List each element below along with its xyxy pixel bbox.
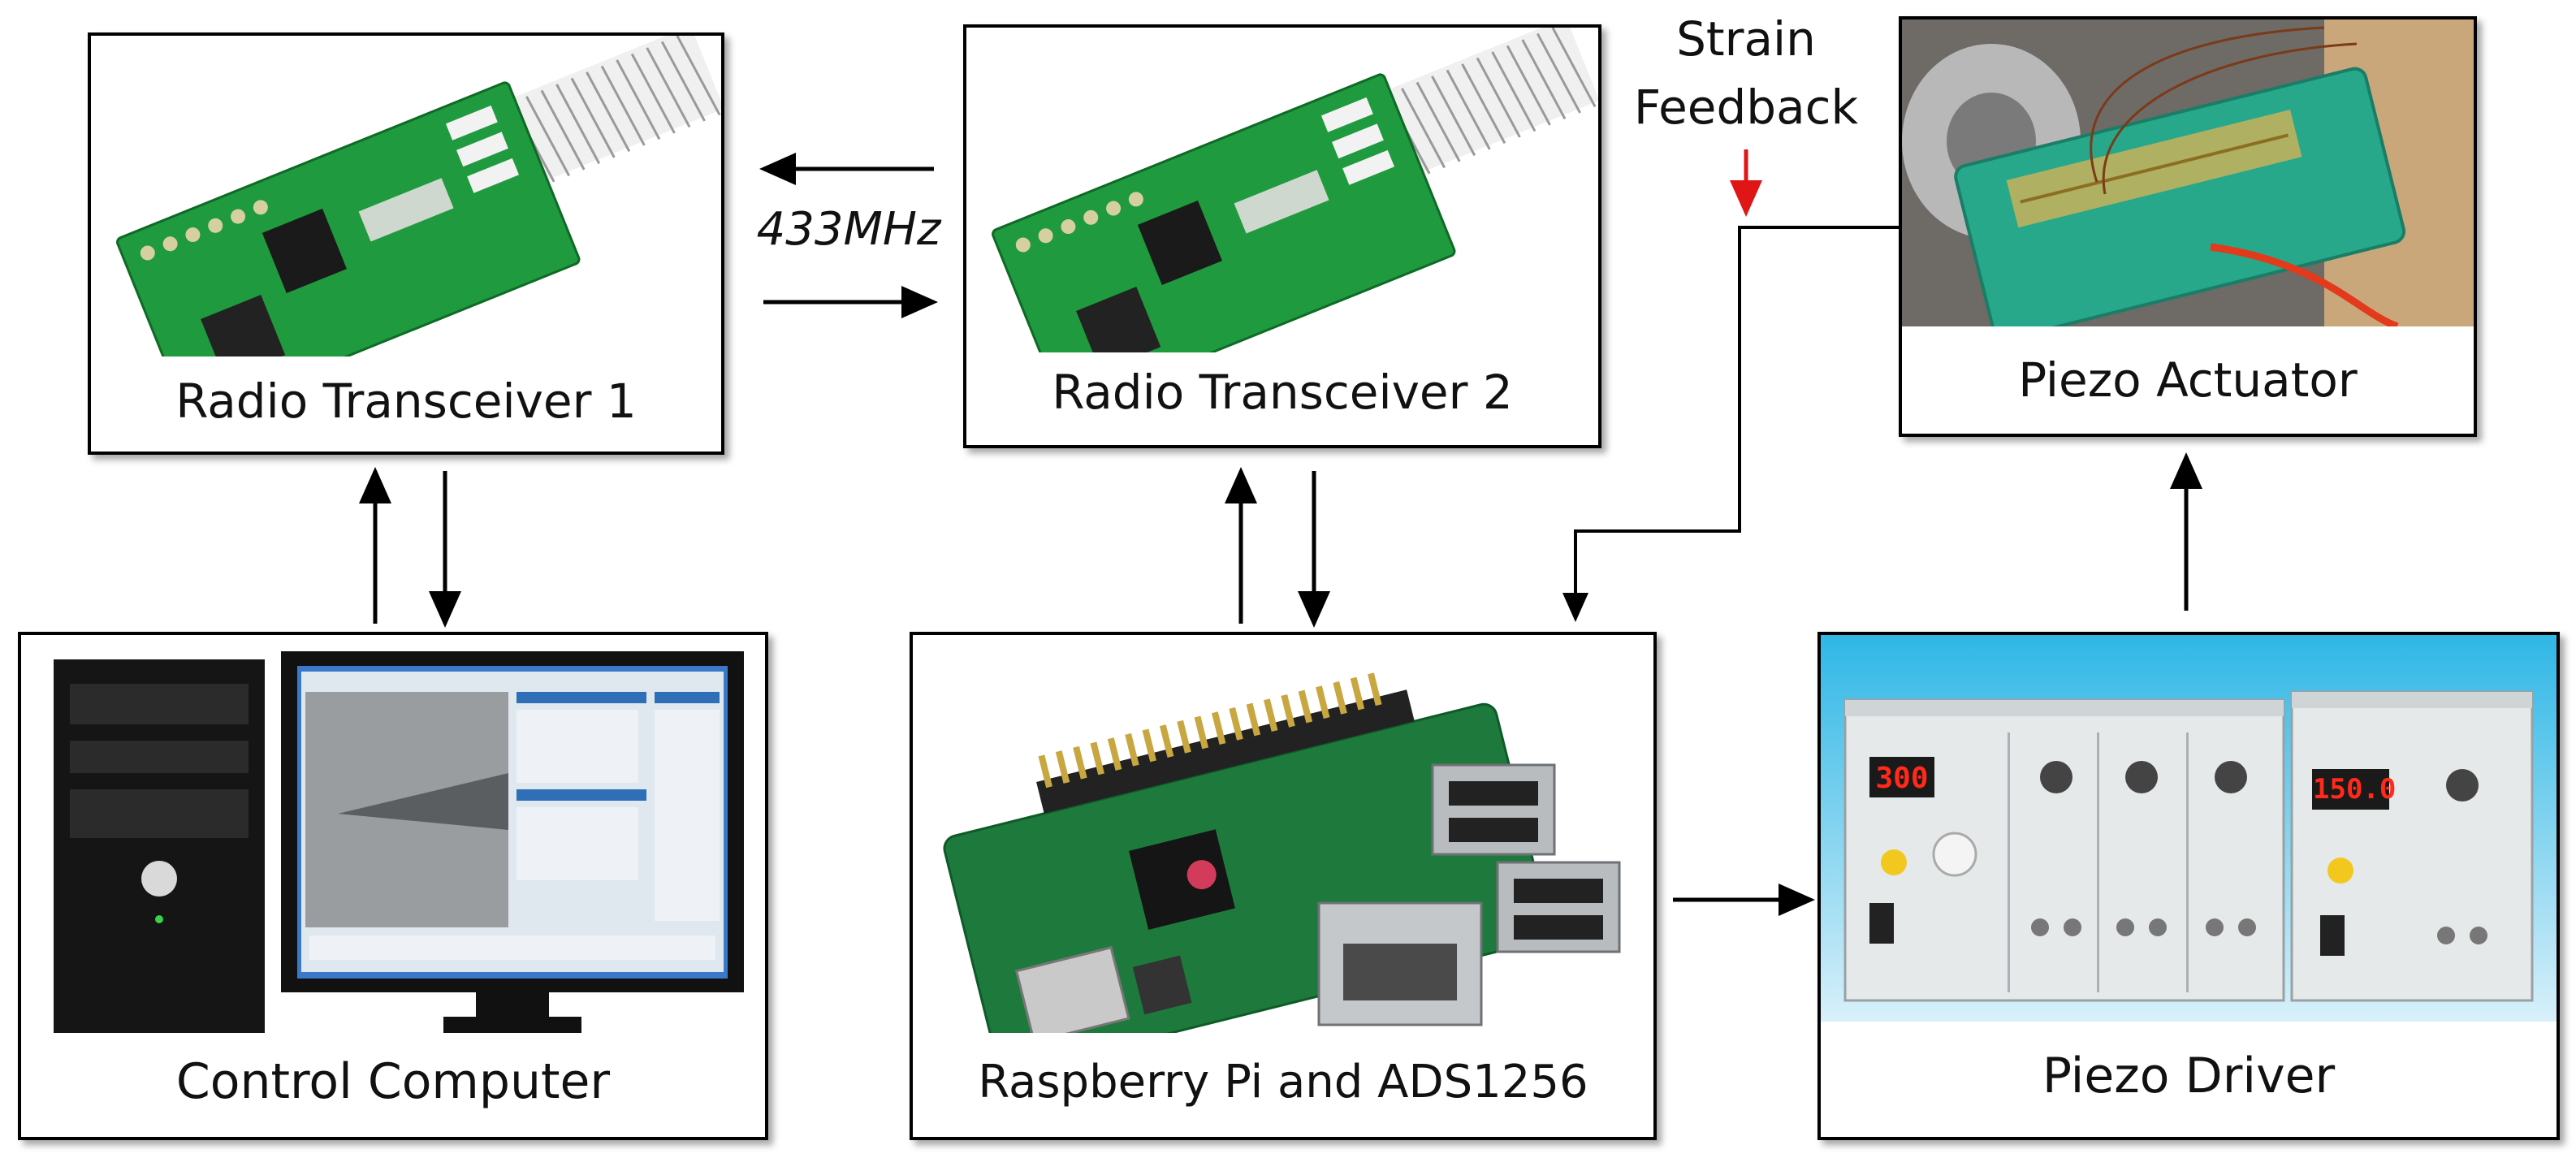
strain-label-line2: Feedback	[1633, 80, 1859, 135]
usb-ports	[1431, 763, 1621, 953]
pc-tower	[54, 659, 265, 1033]
strain-label-line1: Strain	[1676, 11, 1816, 67]
pcb-board	[992, 73, 1456, 352]
power-button-icon	[141, 861, 177, 897]
gpio-header	[1036, 672, 1415, 814]
control-computer-label: Control Computer	[175, 1053, 611, 1110]
driver-display-right: 150.0	[2313, 773, 2397, 806]
piezo-actuator-photo	[1902, 19, 2474, 326]
strain-feedback-label: Strain Feedback	[1592, 5, 1900, 141]
raspberry-pi-photo	[943, 672, 1621, 1033]
red-wire	[2210, 243, 2399, 326]
knob-icon	[1881, 849, 1907, 875]
raspberry-pi-label: Raspberry Pi and ADS1256	[978, 1055, 1588, 1108]
strain-feedback-wire	[1562, 226, 1900, 622]
piezo-driver-label: Piezo Driver	[2042, 1048, 2336, 1104]
driver-unit-left	[1843, 698, 2285, 1002]
radio-module-image	[116, 36, 721, 356]
driver-unit-right	[2290, 690, 2534, 1002]
soc-chip	[1128, 829, 1235, 930]
raspberry-logo-icon	[1186, 860, 1217, 890]
hdmi-port	[1014, 945, 1130, 1033]
radio-link-label: 433MHz	[756, 203, 941, 256]
radio-transceiver-2-box: Radio Transceiver 2	[963, 24, 1601, 448]
audio-jack	[1132, 955, 1192, 1015]
driver-display-left: 300	[1875, 762, 1929, 795]
piezo-actuator-box: Piezo Actuator	[1899, 16, 2477, 437]
pcb-board	[116, 81, 581, 356]
pi-board	[943, 672, 1551, 1033]
radio-transceiver-2-label: Radio Transceiver 2	[1052, 365, 1513, 420]
piezo-actuator-label: Piezo Actuator	[2018, 352, 2358, 408]
ethernet-port	[1317, 901, 1483, 1026]
radio-transceiver-1-label: Radio Transceiver 1	[175, 373, 637, 429]
radio-transceiver-1-box: Radio Transceiver 1	[88, 32, 724, 455]
computer-photo	[54, 651, 744, 1033]
piezo-driver-photo	[1821, 635, 2557, 1022]
piezo-driver-box: 300 150.0 Piezo Driver	[1817, 632, 2560, 1140]
control-computer-box: Control Computer	[18, 632, 768, 1140]
raspberry-pi-box: Raspberry Pi and ADS1256	[910, 632, 1657, 1140]
actuator-body	[1954, 67, 2406, 326]
radio-module-image	[992, 28, 1598, 352]
monitor	[281, 651, 744, 1033]
knob-icon	[2327, 858, 2353, 884]
